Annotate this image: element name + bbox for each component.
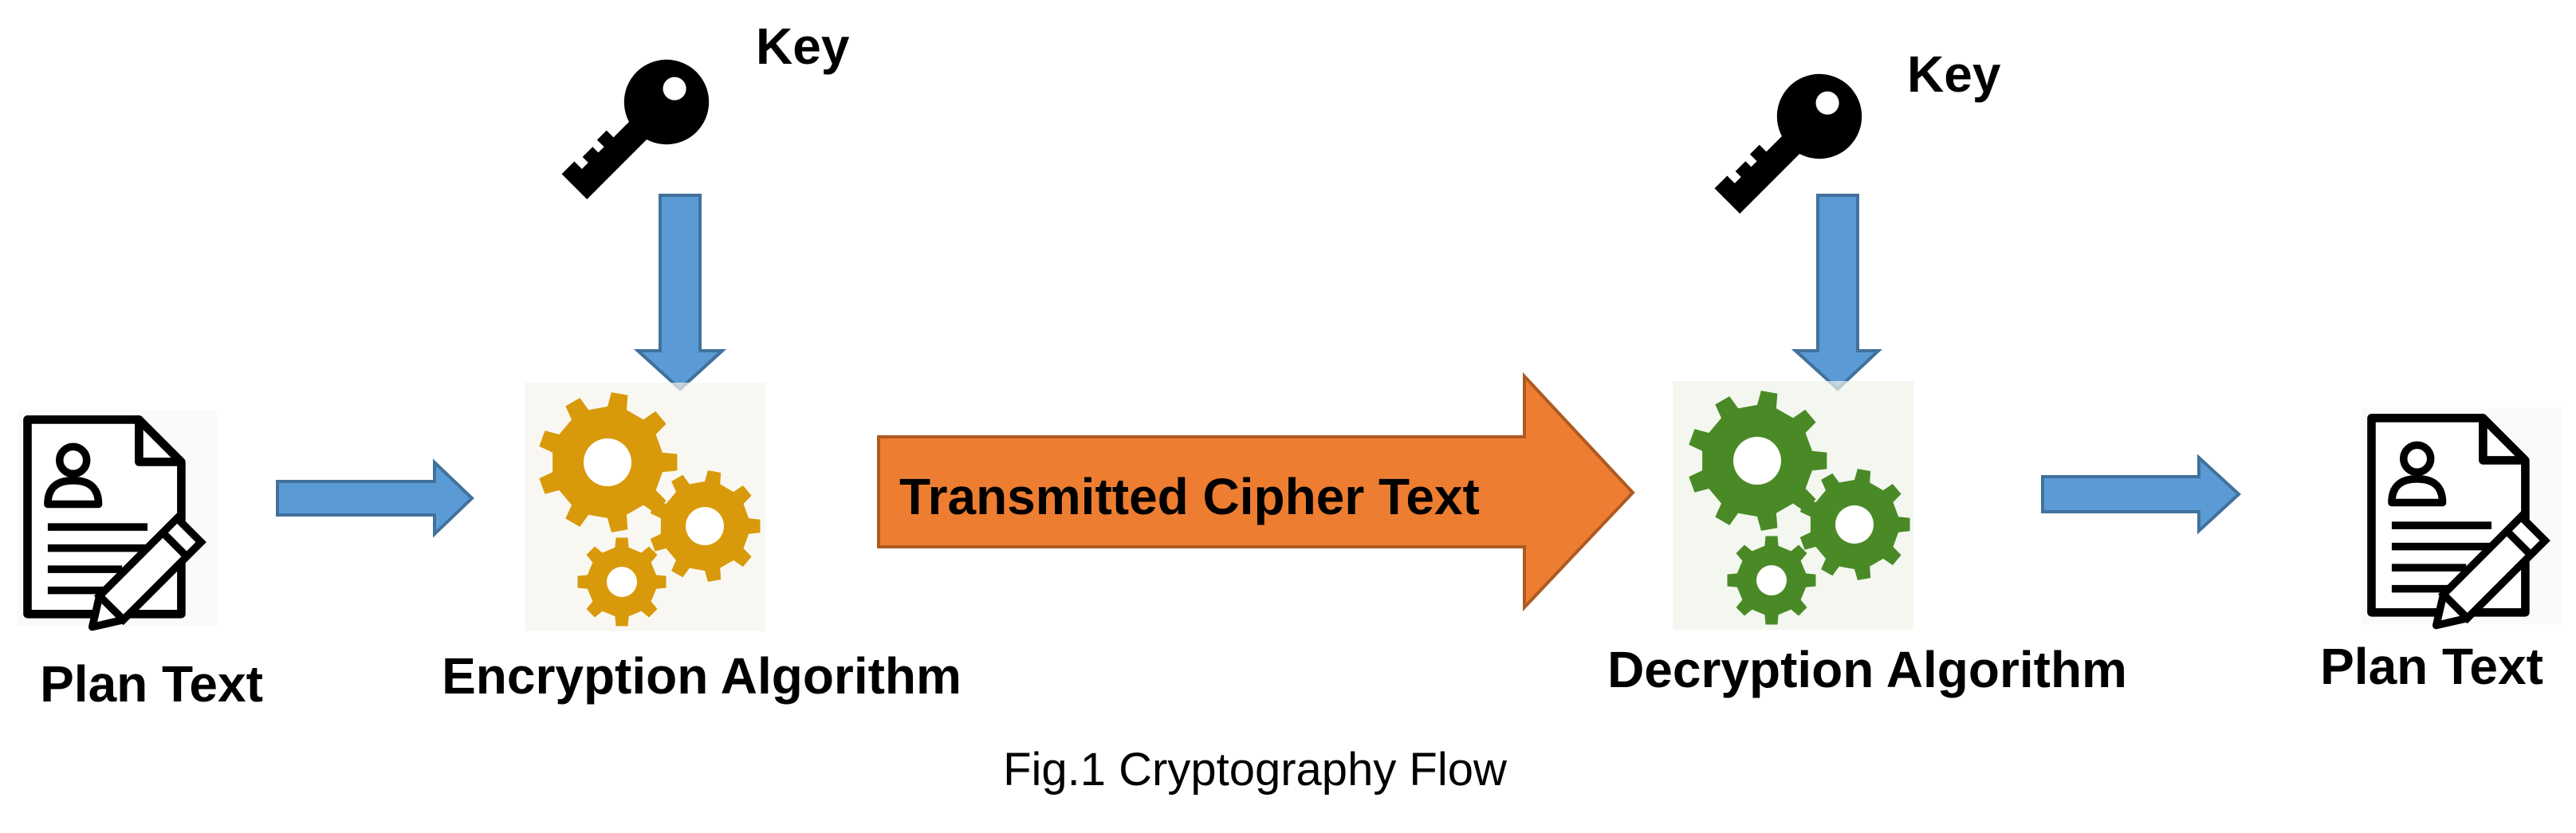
cipher-arrow-label: Transmitted Cipher Text: [899, 468, 1480, 525]
decryption-label: Decryption Algorithm: [1607, 641, 2127, 698]
key-icon: [1714, 73, 1862, 214]
key-label-left: Key: [756, 18, 850, 75]
right-arrow-2: [2041, 454, 2241, 535]
down-arrow-right: [1791, 194, 1883, 391]
gear-hole: [1835, 505, 1874, 544]
document-edit-icon: [18, 410, 217, 639]
encryption-label: Encryption Algorithm: [442, 647, 962, 705]
gear-hole: [1756, 565, 1787, 595]
cipher-text-arrow: [877, 371, 1635, 612]
key-label-right: Key: [1907, 45, 2001, 103]
plaintext-label-right: Plan Text: [2320, 638, 2543, 695]
gear-hole: [686, 507, 724, 545]
plaintext-label-left: Plan Text: [40, 655, 263, 713]
key-icon: [561, 59, 710, 199]
down-arrow-left: [633, 194, 727, 391]
figure-caption: Fig.1 Cryptography Flow: [1003, 744, 1508, 796]
gear-hole: [1733, 437, 1781, 485]
gear-hole: [584, 438, 631, 486]
document-edit-icon: [2362, 408, 2561, 638]
gears-icon-decryption: [1673, 381, 1913, 630]
gear-hole: [607, 567, 637, 597]
right-arrow-1: [276, 458, 474, 538]
gears-icon-encryption: [525, 383, 765, 631]
